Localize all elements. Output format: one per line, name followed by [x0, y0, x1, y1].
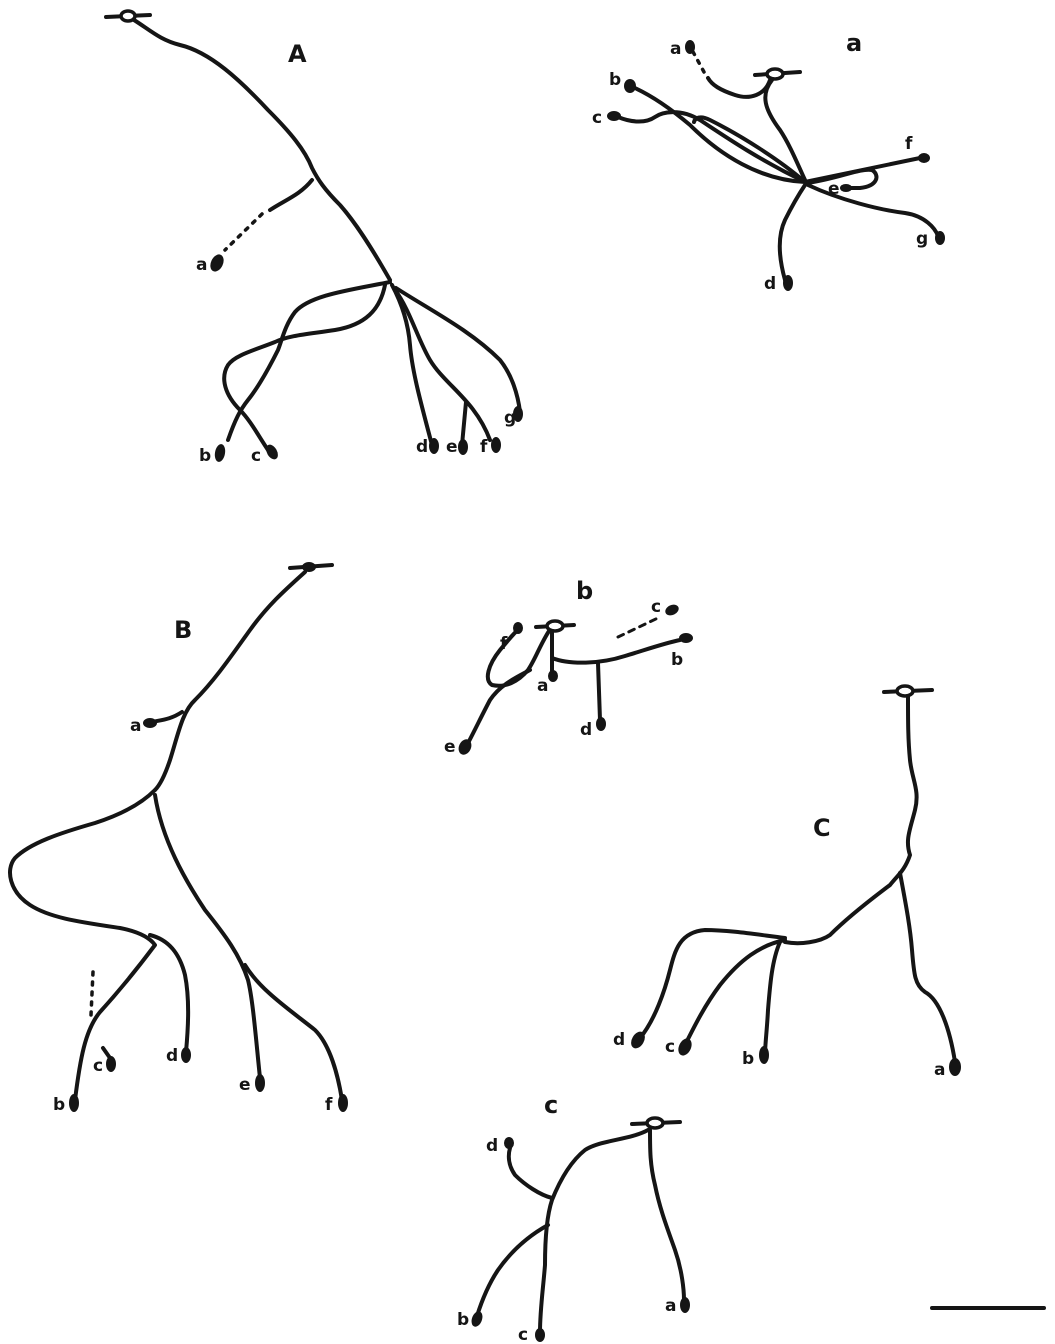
- terminal-label-c-a: a: [665, 1296, 676, 1316]
- branch-B-a: [152, 712, 182, 722]
- terminal-label-a-e: e: [828, 179, 840, 199]
- terminal-label-A-g: g: [504, 408, 516, 428]
- panel-A: A a b c d e f g: [106, 11, 523, 466]
- terminal-label-a-f: f: [905, 134, 913, 154]
- panel-B: B a b c d e f: [10, 562, 348, 1115]
- branch-a-a-dotted: [692, 50, 704, 72]
- terminal-label-B-a: a: [130, 716, 141, 736]
- terminal-label-b-a: a: [537, 676, 548, 696]
- branch-A-ef: [395, 290, 490, 440]
- panel-label-A: A: [288, 40, 307, 68]
- terminal-label-a-c: c: [592, 108, 602, 128]
- branch-b-c-dashed: [618, 617, 660, 637]
- panel-a: a a b c d e f g: [592, 29, 945, 294]
- terminal-label-A-f: f: [480, 437, 488, 457]
- branch-A-a: [270, 180, 312, 210]
- terminal-label-a-d: d: [764, 274, 776, 294]
- branch-A-a-dotted: [225, 214, 262, 250]
- cell-body-c: [632, 1118, 680, 1128]
- terminal-label-B-c: c: [93, 1056, 103, 1076]
- terminal-label-C-d: d: [613, 1030, 625, 1050]
- terminal-label-B-d: d: [166, 1046, 178, 1066]
- terminal-label-B-b: b: [53, 1095, 65, 1115]
- branch-a-d: [780, 185, 805, 280]
- branch-b-d: [598, 663, 600, 720]
- cell-body-B: [290, 562, 332, 572]
- branch-B-c-stub: [103, 1048, 110, 1058]
- panel-b: b a b c d e f: [444, 577, 693, 757]
- terminal-label-b-e: e: [444, 737, 456, 757]
- terminal-label-b-f: f: [500, 634, 508, 654]
- terminal-label-A-a: a: [196, 255, 207, 275]
- cell-body-a: [755, 69, 800, 79]
- branch-b-b: [552, 632, 680, 663]
- branch-A-c-loop: [224, 285, 385, 450]
- cell-body-C: [884, 686, 932, 696]
- terminal-label-c-c: c: [518, 1325, 528, 1344]
- branch-C-b: [765, 942, 780, 1055]
- terminal-label-c-d: d: [486, 1136, 498, 1156]
- branch-A-d: [392, 285, 432, 445]
- terminal-label-A-d: d: [416, 437, 428, 457]
- panel-label-B: B: [174, 616, 192, 644]
- branch-A-e: [462, 402, 466, 445]
- terminal-label-A-e: e: [446, 437, 458, 457]
- axon-trunk-A: [134, 20, 390, 280]
- cell-body-A: [106, 11, 150, 21]
- terminal-label-b-d: d: [580, 720, 592, 740]
- terminal-label-C-b: b: [742, 1049, 754, 1069]
- panel-C: C a b c d: [613, 686, 961, 1080]
- terminal-label-a-b: b: [609, 70, 621, 90]
- branch-B-c-dotted: [91, 972, 93, 1015]
- panel-label-b: b: [576, 577, 593, 605]
- panel-label-c: c: [544, 1091, 558, 1119]
- terminal-label-B-f: f: [325, 1095, 333, 1115]
- branch-B-d: [150, 935, 188, 1052]
- axon-trunk-C: [785, 697, 917, 943]
- terminal-label-C-a: a: [934, 1060, 945, 1080]
- panel-label-C: C: [813, 814, 831, 842]
- terminal-label-A-b: b: [199, 446, 211, 466]
- axon-trunk-B: [155, 572, 305, 790]
- branch-c-b: [477, 1225, 548, 1316]
- terminal-label-b-b: b: [671, 650, 683, 670]
- cell-body-b: [536, 621, 574, 631]
- panel-label-a: a: [846, 29, 862, 57]
- terminal-label-b-c: c: [651, 597, 661, 617]
- terminal-label-C-c: c: [665, 1037, 675, 1057]
- branch-c-a: [650, 1130, 684, 1300]
- axon-trunk-c: [540, 1130, 648, 1332]
- branch-C-a: [900, 873, 955, 1062]
- terminal-label-c-b: b: [457, 1310, 469, 1330]
- terminal-label-a-a: a: [670, 39, 681, 59]
- terminal-label-a-g: g: [916, 229, 928, 249]
- branch-a-a: [708, 78, 770, 97]
- branch-B-e: [155, 795, 260, 1078]
- terminal-label-A-c: c: [251, 446, 261, 466]
- terminal-label-B-e: e: [239, 1075, 251, 1095]
- branch-c-d: [509, 1148, 552, 1198]
- branch-B-loop: [10, 790, 155, 1100]
- branch-A-bc: [228, 282, 390, 440]
- panel-c: c a b c d: [457, 1091, 690, 1344]
- branch-b-e: [467, 670, 530, 745]
